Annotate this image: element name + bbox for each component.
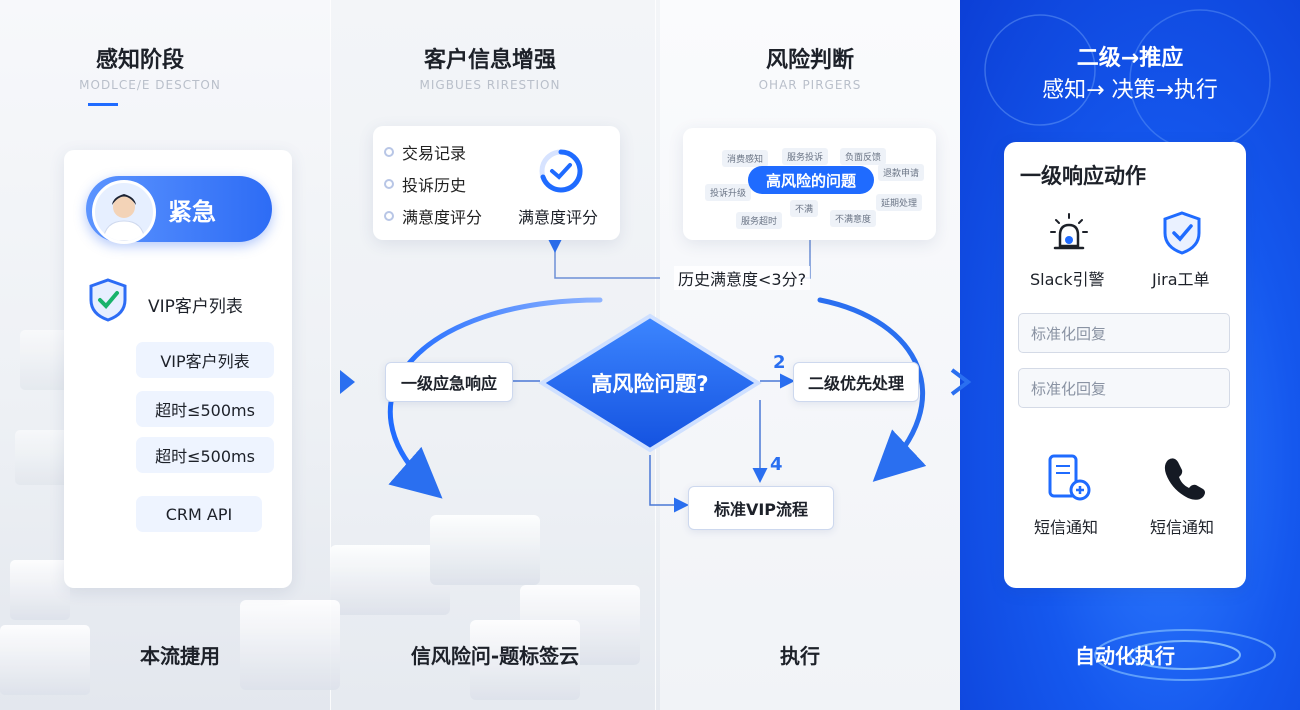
chevron-right-icon: [950, 368, 972, 396]
jira-ticket-label: Jira工单: [1152, 270, 1210, 289]
column-footer-enrich: 信风险问-题标签云: [410, 644, 580, 668]
alarm-bell-icon[interactable]: [1046, 208, 1092, 256]
column-subtitle-enrich: MIGBUES RIRESTION: [419, 78, 561, 92]
tree-node-vip[interactable]: VIP客户列表: [136, 342, 274, 378]
floor-blocks: [0, 330, 640, 700]
risk-diamond[interactable]: [538, 312, 762, 454]
chevron-right-icon: [340, 370, 355, 394]
cloud-center-tag: 高风险的问题: [748, 166, 874, 194]
tree-node-timeout[interactable]: 超时≤500ms: [136, 391, 274, 427]
actions-card: [1004, 142, 1246, 588]
phone-icon[interactable]: [1160, 452, 1208, 502]
column-title2-automation: 感知→ 决策→执行: [1042, 78, 1218, 103]
column-title-risk: 风险判断: [765, 48, 854, 73]
question-connector: [547, 238, 660, 279]
column-title-automation: 二级→推应: [1076, 46, 1184, 71]
column-footer-perception: 本流捷用: [140, 644, 220, 668]
cloud-tag: 服务投诉: [782, 148, 829, 165]
info-item: 投诉历史: [384, 172, 466, 196]
slack-alert-label: Slack引警: [1030, 270, 1105, 289]
tree-node-crm-api[interactable]: CRM API: [136, 496, 262, 532]
jira-shield-icon[interactable]: [1160, 210, 1204, 256]
sms-phone-icon[interactable]: [1044, 452, 1092, 502]
cloud-tag: 服务超时: [736, 212, 783, 229]
standard-reply-field[interactable]: 标准化回复: [1018, 368, 1230, 408]
standard-vip-flow-box[interactable]: 标准VIP流程: [688, 486, 834, 530]
info-item: 交易记录: [384, 140, 466, 164]
column-footer-automation: 自动化执行: [1075, 644, 1175, 668]
divider: [330, 0, 331, 710]
column-subtitle-risk: OHAR PIRGERS: [758, 78, 862, 92]
flow-arc-left: [387, 297, 603, 499]
tree-node-timeout[interactable]: 超时≤500ms: [136, 437, 274, 473]
person-icon: [102, 194, 146, 241]
avatar: [92, 180, 156, 244]
cloud-tag: 负面反馈: [840, 148, 887, 165]
cloud-tag: 延期处理: [876, 194, 923, 211]
level2-priority-box[interactable]: 二级优先处理: [793, 362, 919, 402]
gauge-label: 满意度评分: [518, 208, 599, 227]
shield-check-icon: [89, 278, 127, 322]
cloud-tag: 不满意度: [830, 210, 877, 227]
title-underline: [88, 103, 118, 106]
info-item: 满意度评分: [384, 204, 482, 228]
step-number: 2: [773, 352, 786, 373]
cloud-tag: 退款申请: [878, 164, 925, 181]
cloud-tag: 不满: [790, 200, 819, 217]
gauge-check-icon: [539, 149, 583, 193]
actions-title: 一级响应动作: [1020, 164, 1146, 188]
standard-reply-field[interactable]: 标准化回复: [1018, 313, 1230, 353]
question-text: 历史满意度<3分?: [674, 266, 811, 290]
sms-label: 短信通知: [1150, 518, 1215, 537]
vip-list-label: VIP客户列表: [148, 297, 243, 317]
cloud-tag: 投诉升级: [705, 184, 752, 201]
cloud-tag: 消费感知: [722, 150, 769, 167]
column-title-perception: 感知阶段: [95, 48, 184, 73]
urgent-label: 紧急: [168, 198, 216, 226]
column-subtitle-perception: MODLCE/E DESCTON: [79, 78, 221, 92]
column-footer-risk: 执行: [780, 644, 820, 668]
diamond-label: 高风险问题?: [591, 372, 709, 396]
column-title-enrich: 客户信息增强: [423, 48, 556, 73]
level1-response-box[interactable]: 一级应急响应: [385, 362, 513, 402]
sms-label: 短信通知: [1034, 518, 1099, 537]
step-number: 4: [770, 454, 783, 475]
